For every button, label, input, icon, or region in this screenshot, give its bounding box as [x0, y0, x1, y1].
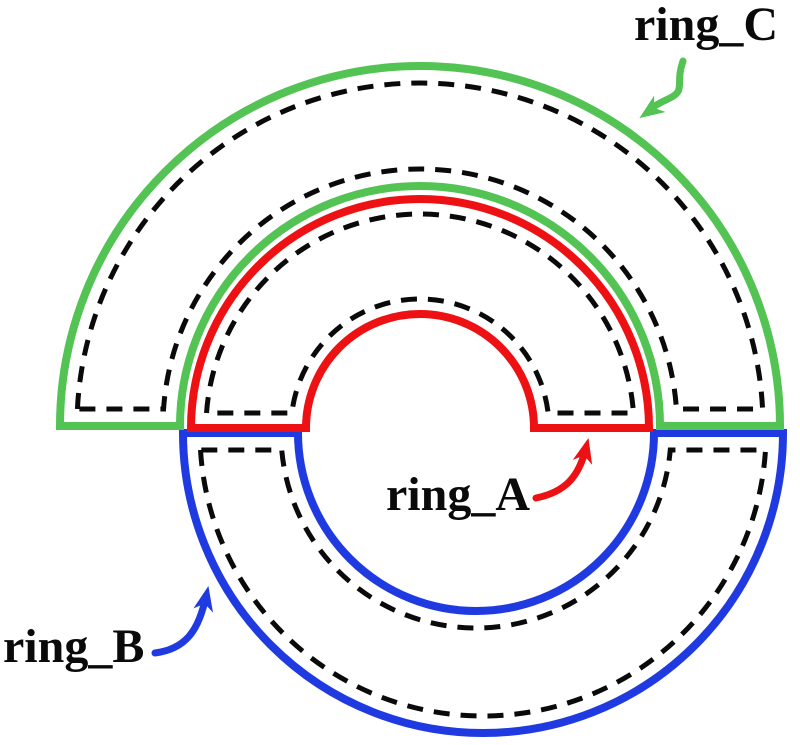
- ring_C-arrowhead: [639, 95, 666, 119]
- ring_B-outline: [178, 429, 788, 737]
- ring-c-label: ring_C: [634, 0, 778, 51]
- dashed-center-contours: [74, 80, 769, 719]
- ring_C-dashed-contour: [74, 80, 766, 412]
- ring_C-outline: [55, 62, 785, 430]
- ring-b-label: ring_B: [3, 620, 145, 673]
- ring_B-arrow: [151, 592, 210, 657]
- ring_B-arrowhead: [193, 586, 213, 613]
- ring_B-dashed-contour: [197, 447, 769, 719]
- solid-ring-outlines: [55, 62, 788, 737]
- ring_A-arrowhead: [572, 438, 593, 465]
- ring_A-outline: [186, 195, 654, 432]
- ring-a-label: ring_A: [386, 468, 530, 521]
- annotation-arrows: [151, 57, 687, 657]
- ring_C-arrow: [646, 57, 687, 113]
